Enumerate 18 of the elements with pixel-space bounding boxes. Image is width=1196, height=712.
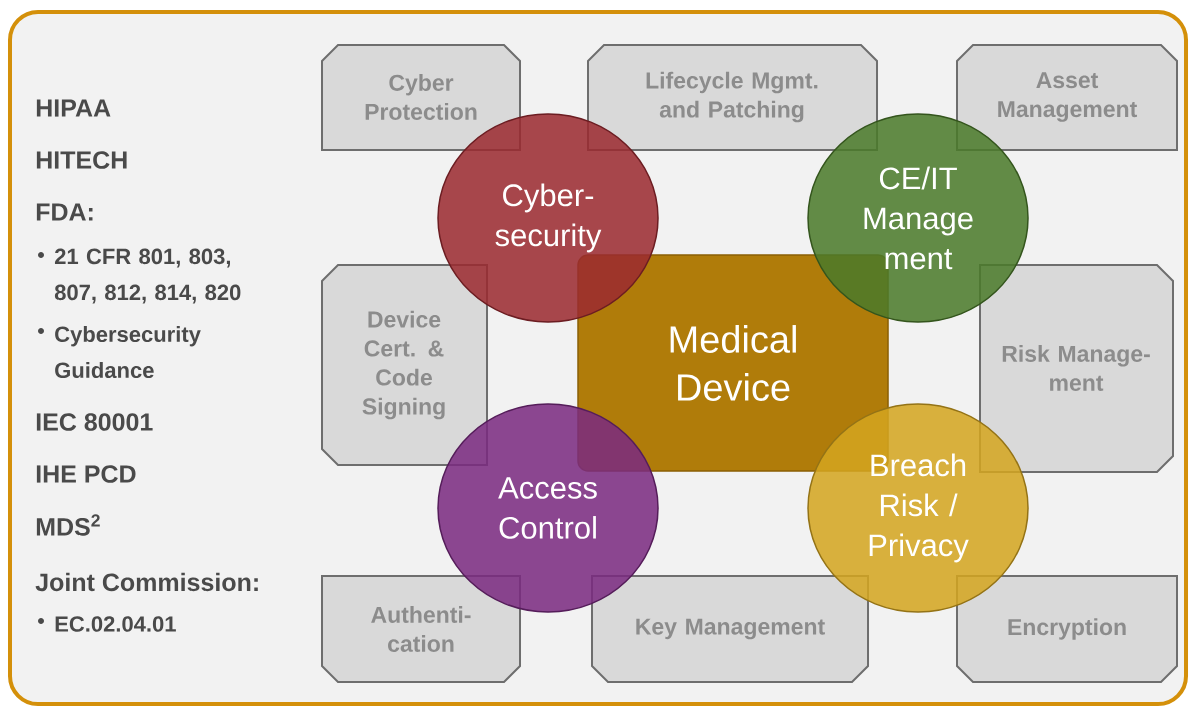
- process-box: Risk Manage- ment: [979, 264, 1174, 473]
- process-box: Encryption: [956, 575, 1178, 683]
- regulation-label: IEC 80001: [36, 413, 153, 431]
- regulation-item: 21 CFR 801, 803, 807, 812, 814, 820: [54, 248, 241, 304]
- process-box: Asset Management: [956, 44, 1178, 151]
- regulation-label: Joint Commission:: [35, 572, 258, 592]
- process-box: Authenti- cation: [321, 575, 521, 683]
- process-box: Lifecycle Mgmt. and Patching: [587, 44, 878, 151]
- process-box: Key Management: [591, 575, 869, 683]
- regulation-item: Cybersecurity Guidance: [55, 325, 201, 379]
- process-box: Device Cert. & Code Signing: [321, 264, 488, 466]
- regulation-label: HITECH: [36, 151, 127, 169]
- regulation-label: HIPAA: [36, 99, 111, 117]
- regulation-label: MDS$^{2}$: [36, 514, 100, 536]
- regulation-label: FDA:: [36, 203, 93, 221]
- process-box: Cyber Protection: [321, 44, 521, 151]
- regulation-label: IHE PCD: [36, 465, 136, 483]
- regulation-item: EC.02.04.01: [55, 616, 176, 632]
